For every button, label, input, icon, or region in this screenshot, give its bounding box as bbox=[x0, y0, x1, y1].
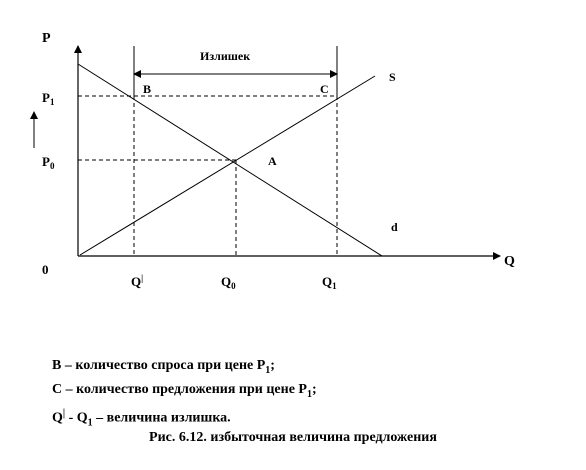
legend-line-b: B – количество спроса при цене P1; bbox=[52, 358, 275, 376]
q1-label: Q1 bbox=[322, 274, 337, 291]
q0-label: Q0 bbox=[221, 274, 236, 291]
x-axis-label: Q bbox=[504, 254, 515, 269]
figure-caption: Рис. 6.12. избыточная величина предложен… bbox=[149, 430, 437, 445]
origin-label: 0 bbox=[42, 262, 49, 277]
point-c-label: C bbox=[320, 82, 329, 96]
supply-curve-label: S bbox=[389, 70, 396, 84]
legend-line-c: C – количество предложения при цене P1; bbox=[52, 381, 317, 400]
point-b-label: B bbox=[143, 82, 151, 96]
legend: B – количество спроса при цене P1; C – к… bbox=[52, 356, 317, 432]
demand-curve-label: d bbox=[391, 220, 398, 234]
qd-label: Q| bbox=[131, 273, 143, 289]
surplus-label: Излишек bbox=[200, 49, 250, 63]
y-axis-label: P bbox=[42, 31, 51, 46]
point-a-label: A bbox=[268, 154, 277, 168]
supply-curve bbox=[79, 75, 376, 256]
supply-demand-diagram: Излишек P Q 0 P1 P0 Q| Q0 Q1 B C A S d bbox=[30, 31, 515, 291]
p1-label: P1 bbox=[42, 90, 55, 107]
legend-line-surplus: Q| - Q1 – величина излишка. bbox=[52, 407, 231, 429]
p0-label: P0 bbox=[42, 154, 55, 171]
